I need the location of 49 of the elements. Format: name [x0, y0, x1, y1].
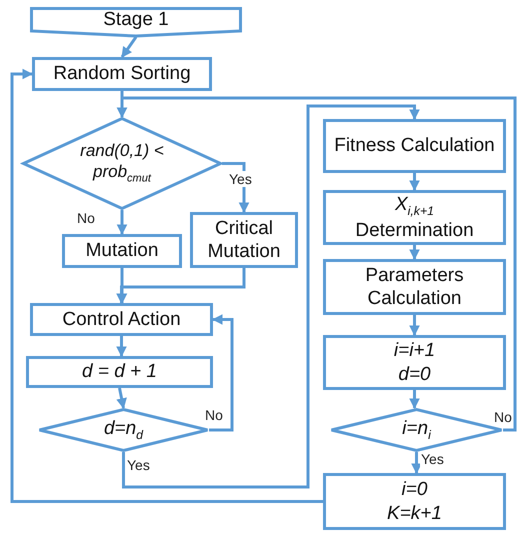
step-text: i=i+1	[394, 339, 436, 362]
arrow	[409, 390, 420, 410]
arrow	[116, 268, 246, 304]
arrow	[116, 210, 128, 236]
arrow	[409, 315, 420, 336]
step-text: K=k+1	[387, 502, 442, 525]
step-text: Fitness Calculation	[334, 134, 495, 158]
step-text: Critical Mutation	[206, 216, 282, 264]
edge-label: No	[493, 409, 513, 425]
process-box	[30, 303, 213, 336]
edge-label: Yes	[420, 451, 445, 467]
step-text: Parameters Calculation	[364, 264, 465, 310]
process-box	[190, 212, 298, 268]
process-box	[32, 57, 212, 91]
step-text: Stage 1	[103, 8, 169, 32]
process-box	[323, 259, 506, 315]
step-text: Determination	[355, 218, 474, 242]
step-text: d = d + 1	[82, 360, 157, 384]
arrow	[409, 173, 420, 192]
step-text: i=0	[402, 478, 428, 502]
process-box	[26, 356, 213, 388]
arrow	[122, 104, 420, 488]
process-box	[323, 335, 506, 390]
decision-diamond	[22, 117, 222, 210]
process-box	[323, 119, 506, 173]
arrow	[411, 452, 422, 474]
edge-label: No	[204, 407, 224, 423]
step-text: Control Action	[62, 308, 181, 332]
condition-text: rand(0,1) < prob$_{cmut}$	[79, 141, 165, 186]
step-text: Random Sorting	[53, 62, 191, 86]
arrow	[116, 96, 516, 432]
arrow	[116, 336, 127, 358]
arrow	[116, 388, 127, 410]
arrow	[10, 68, 323, 503]
start-pentagon	[30, 7, 242, 37]
step-text: X$_{i,k+1}$	[394, 193, 434, 219]
arrow	[120, 36, 138, 58]
edge-label: No	[76, 210, 96, 226]
condition-text: d=n$_{d}$	[104, 417, 144, 443]
process-box	[62, 234, 182, 268]
arrow	[409, 245, 420, 260]
arrow	[209, 314, 234, 432]
process-box	[323, 473, 506, 530]
condition-text: i=n$_{i}$	[402, 417, 431, 443]
edge-label: Yes	[126, 457, 151, 473]
edge-label: Yes	[228, 171, 253, 187]
step-text: d=0	[398, 362, 431, 386]
step-text: Mutation	[86, 239, 158, 263]
process-box	[323, 190, 506, 245]
